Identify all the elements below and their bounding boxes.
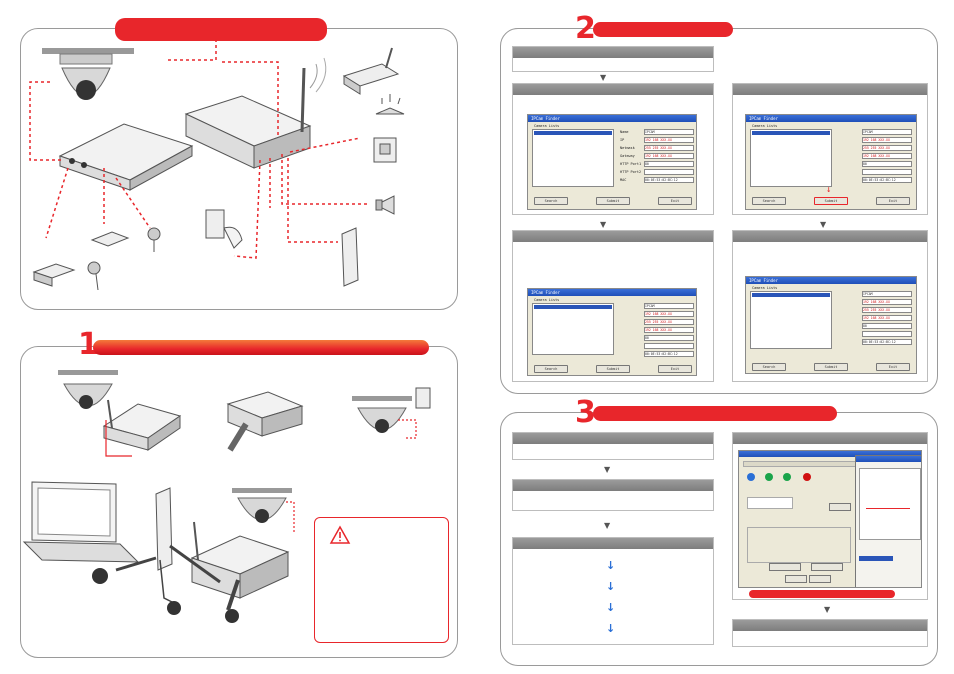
mac-field[interactable]: 00:0E:53:02:BC:12	[644, 351, 694, 357]
list-header: Camera Lists	[534, 298, 560, 302]
http-port1-field[interactable]: 80	[644, 335, 694, 341]
camera-list[interactable]	[532, 129, 614, 187]
name-field[interactable]: IPCAM	[644, 303, 694, 309]
warning-icon	[329, 525, 351, 544]
window-title: IPCam Finder	[746, 277, 916, 284]
step3-final-box	[732, 619, 928, 647]
field-label: MAC	[620, 178, 627, 182]
netmask-field[interactable]: 255 255 XXX.XX	[862, 145, 912, 151]
exit-button[interactable]: Exit	[876, 363, 910, 371]
gateway-field[interactable]: 192 168 XXX.XX	[644, 153, 694, 159]
http-port2-field[interactable]	[862, 331, 912, 337]
mac-field[interactable]: 00:0E:53:02:BC:12	[862, 177, 912, 183]
netmask-field[interactable]: 255 255 XXX.XX	[644, 319, 694, 325]
step3-box-2	[512, 479, 714, 511]
field-label: HTTP Port1	[620, 162, 642, 166]
step3-title-bar	[593, 406, 837, 421]
step3-box-1	[512, 432, 714, 460]
down-arrow: ▼	[824, 605, 831, 614]
blue-down-arrow: ↓	[606, 622, 616, 635]
submit-button[interactable]: Submit	[814, 363, 848, 371]
field-label: Name	[620, 130, 629, 134]
mac-field[interactable]: 00:0E:53:02:BC:12	[862, 339, 912, 345]
overview-title-bar	[115, 18, 327, 41]
step3-number: 3	[575, 395, 596, 430]
ipcam-finder-window: IPCam Finder Camera Lists IPCAM 192 168 …	[527, 288, 697, 376]
http-port1-field[interactable]: 80	[862, 323, 912, 329]
down-arrow: ▼	[820, 220, 827, 229]
list-header: Camera Lists	[534, 124, 560, 128]
down-arrow: ▼	[600, 73, 607, 82]
ipcam-finder-window: IPCam Finder Camera Lists Name IP Netmas…	[527, 114, 697, 210]
exit-button[interactable]: Exit	[876, 197, 910, 205]
http-port2-field[interactable]	[644, 169, 694, 175]
step2-title-bar	[593, 22, 733, 37]
gateway-field[interactable]: 192 168 XXX.XX	[862, 153, 912, 159]
down-arrow: ▼	[604, 521, 611, 530]
http-port1-field[interactable]: 80	[862, 161, 912, 167]
name-field[interactable]: IPCAM	[862, 129, 912, 135]
name-field[interactable]: IPCAM	[862, 291, 912, 297]
netmask-field[interactable]: 255 255 XXX.XX	[862, 307, 912, 313]
exit-button[interactable]: Exit	[658, 197, 692, 205]
overview-diagram	[29, 38, 405, 291]
gateway-field[interactable]: 192 168 XXX.XX	[644, 327, 694, 333]
list-header: Camera Lists	[752, 286, 778, 290]
search-button[interactable]: Search	[752, 363, 786, 371]
down-arrow: ▼	[604, 465, 611, 474]
step3-highlight-bar	[749, 590, 895, 598]
name-field[interactable]: IPCAM	[644, 129, 694, 135]
search-button[interactable]: Search	[752, 197, 786, 205]
gateway-field[interactable]: 192 168 XXX.XX	[862, 315, 912, 321]
ipcam-finder-window: IPCam Finder Camera Lists IPCAM 192 168 …	[745, 114, 917, 210]
ip-field[interactable]: 192 168 XXX.XX	[644, 311, 694, 317]
list-header: Camera Lists	[752, 124, 778, 128]
camera-list[interactable]	[532, 303, 614, 355]
netmask-field[interactable]: 255 255 XXX.XX	[644, 145, 694, 151]
ip-field[interactable]: 192 168 XXX.XX	[862, 299, 912, 305]
submit-button[interactable]: Submit	[814, 197, 848, 205]
submit-button[interactable]: Submit	[596, 197, 630, 205]
window-title: IPCam Finder	[746, 115, 916, 122]
camera-list[interactable]	[750, 129, 832, 187]
red-pointer-arrow: ↓	[826, 185, 832, 195]
step2-number: 2	[575, 11, 596, 46]
http-port1-field[interactable]: 80	[644, 161, 694, 167]
ip-field[interactable]: 192 168 XXX.XX	[644, 137, 694, 143]
mac-field[interactable]: 00:0E:53:02:BC:12	[644, 177, 694, 183]
search-button[interactable]: Search	[534, 365, 568, 373]
blue-down-arrow: ↓	[606, 601, 616, 614]
submit-button[interactable]: Submit	[596, 365, 630, 373]
down-arrow: ▼	[600, 220, 607, 229]
blue-down-arrow: ↓	[606, 559, 616, 572]
window-title: IPCam Finder	[528, 289, 696, 296]
ip-field[interactable]: 192 168 XXX.XX	[862, 137, 912, 143]
window-title: IPCam Finder	[528, 115, 696, 122]
camera-list[interactable]	[750, 291, 832, 349]
search-button[interactable]: Search	[534, 197, 568, 205]
step3-box-3	[512, 537, 714, 645]
caution-box	[314, 517, 449, 643]
http-port2-field[interactable]	[644, 343, 694, 349]
field-label: Netmask	[620, 146, 635, 150]
step1-title-bar	[93, 340, 429, 355]
ipcam-finder-window: IPCam Finder Camera Lists IPCAM 192 168 …	[745, 276, 917, 374]
field-label: HTTP Port2	[620, 170, 642, 174]
step2-intro-box	[512, 46, 714, 72]
field-label: IP	[620, 138, 625, 142]
exit-button[interactable]: Exit	[658, 365, 692, 373]
http-port2-field[interactable]	[862, 169, 912, 175]
internet-options-screenshot	[738, 450, 922, 588]
step1-diagram	[22, 370, 431, 623]
field-label: Gateway	[620, 154, 635, 158]
blue-down-arrow: ↓	[606, 580, 616, 593]
